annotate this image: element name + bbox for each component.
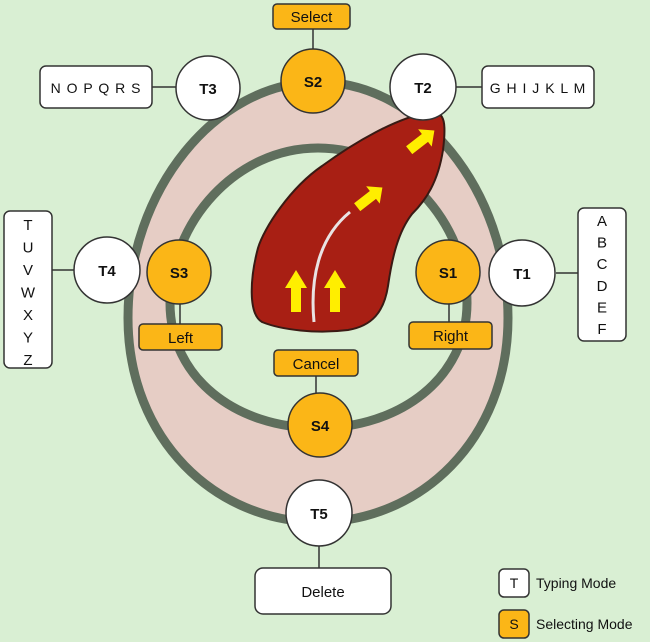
left-label: Left [168, 330, 194, 347]
legend-selecting-symbol: S [509, 616, 518, 632]
node-s3[interactable]: S3 [146, 239, 212, 305]
letter: Y [23, 330, 33, 347]
cancel-label: Cancel [293, 356, 340, 373]
t3-letters: N O P Q R S [51, 80, 142, 96]
selecting-nodes: S2 S3 S1 S4 [146, 48, 481, 458]
delete-label: Delete [301, 584, 344, 601]
node-s1-label: S1 [439, 265, 457, 282]
letter: A [597, 213, 607, 230]
node-t2[interactable]: T2 [389, 53, 457, 121]
letter: X [23, 307, 33, 324]
t3-letters-box [39, 65, 153, 109]
letter: D [597, 278, 608, 295]
legend-selecting: S Selecting Mode [498, 609, 633, 639]
node-s2-label: S2 [304, 74, 322, 91]
select-label-box [272, 3, 351, 30]
letter: U [23, 240, 34, 257]
node-t5-label: T5 [310, 506, 328, 523]
select-label: Select [291, 9, 334, 26]
letter: W [21, 285, 36, 302]
node-t3-label: T3 [199, 81, 217, 98]
letter: C [597, 256, 608, 273]
left-label-box [138, 323, 223, 351]
node-t4[interactable]: T4 [73, 236, 141, 304]
legend-typing-symbol: T [510, 575, 519, 591]
typing-nodes: T3 T2 T4 T1 T5 [73, 53, 556, 547]
letter: Z [23, 352, 32, 369]
arrow-up-right [324, 270, 346, 312]
node-s1[interactable]: S1 [415, 239, 481, 305]
legend-typing-label: Typing Mode [536, 575, 616, 591]
delete-label-box [254, 567, 392, 615]
node-s4-label: S4 [311, 418, 330, 435]
arrow-diagonal-middle [354, 186, 383, 212]
arrow-diagonal-top [406, 129, 435, 155]
t2-letters: G H I J K L M [490, 80, 587, 96]
node-t1-label: T1 [513, 266, 531, 283]
legend: T Typing Mode S Selecting Mode [498, 568, 633, 639]
t1-letters-box [577, 207, 627, 342]
legend-selecting-swatch [498, 609, 530, 639]
letter: F [597, 321, 606, 338]
node-s3-label: S3 [170, 265, 188, 282]
legend-selecting-label: Selecting Mode [536, 616, 633, 632]
arrow-up-left [285, 270, 307, 312]
node-s4[interactable]: S4 [287, 392, 353, 458]
right-label-box [408, 321, 493, 350]
node-t4-label: T4 [98, 263, 116, 280]
swipe-trail [311, 210, 351, 323]
node-s2[interactable]: S2 [280, 48, 346, 114]
node-t5[interactable]: T5 [285, 479, 353, 547]
legend-typing-swatch [498, 568, 530, 598]
node-t3[interactable]: T3 [175, 55, 241, 121]
letter: T [23, 217, 32, 234]
tongue [250, 110, 446, 333]
legend-typing: T Typing Mode [498, 568, 616, 598]
t2-letters-box [481, 65, 595, 109]
cancel-label-box [273, 349, 359, 377]
letter: B [597, 235, 607, 252]
node-t1[interactable]: T1 [488, 239, 556, 307]
node-t2-label: T2 [414, 80, 432, 97]
letter: E [597, 299, 607, 316]
t4-letters-box [3, 210, 53, 369]
letter: V [23, 262, 33, 279]
right-label: Right [433, 328, 469, 345]
